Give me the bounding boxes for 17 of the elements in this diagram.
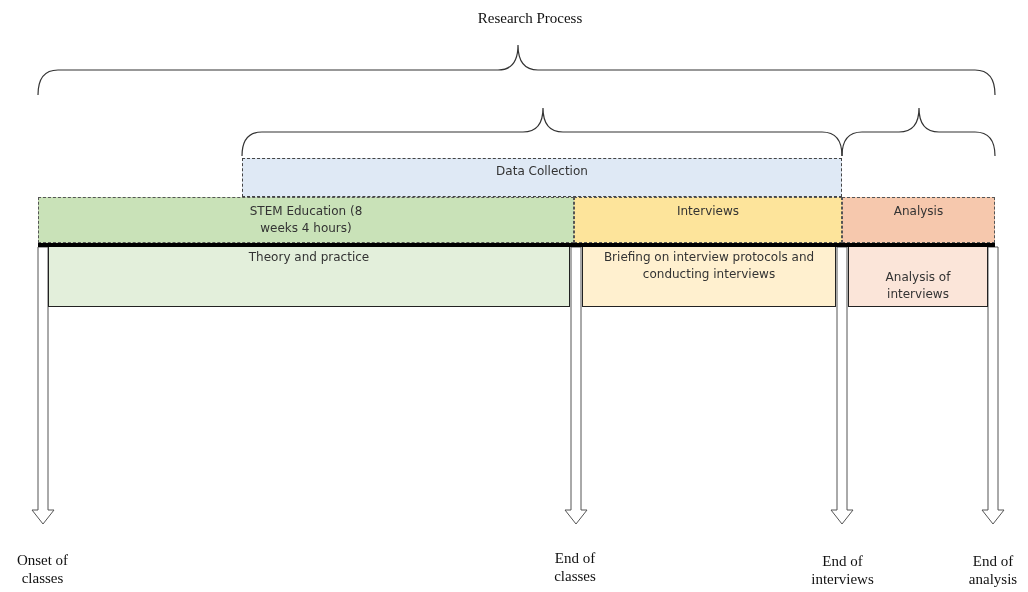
block-arrow: [981, 246, 1005, 525]
phase-band: Analysis: [842, 197, 995, 243]
milestone-label: Onset of classes: [5, 524, 80, 590]
timeline-bar: [38, 243, 995, 247]
phase-band: Interviews: [574, 197, 842, 243]
milestone-label: End of analysis: [958, 524, 1028, 590]
milestone-label: End of interviews: [800, 524, 885, 590]
activity-box: Analysis of interviews: [848, 247, 988, 307]
block-arrow: [31, 246, 55, 525]
phase-band: Data Collection: [242, 158, 842, 197]
diagram-title: Research Process: [476, 10, 584, 27]
block-arrow: [564, 246, 588, 525]
block-arrow: [830, 246, 854, 525]
activity-box: Theory and practice: [48, 247, 570, 307]
milestone-label: End of classes: [535, 524, 615, 588]
activity-box: Briefing on interview protocols and conducting interviews: [582, 247, 836, 307]
phase-band: STEM Education (8 weeks 4 hours): [38, 197, 574, 243]
